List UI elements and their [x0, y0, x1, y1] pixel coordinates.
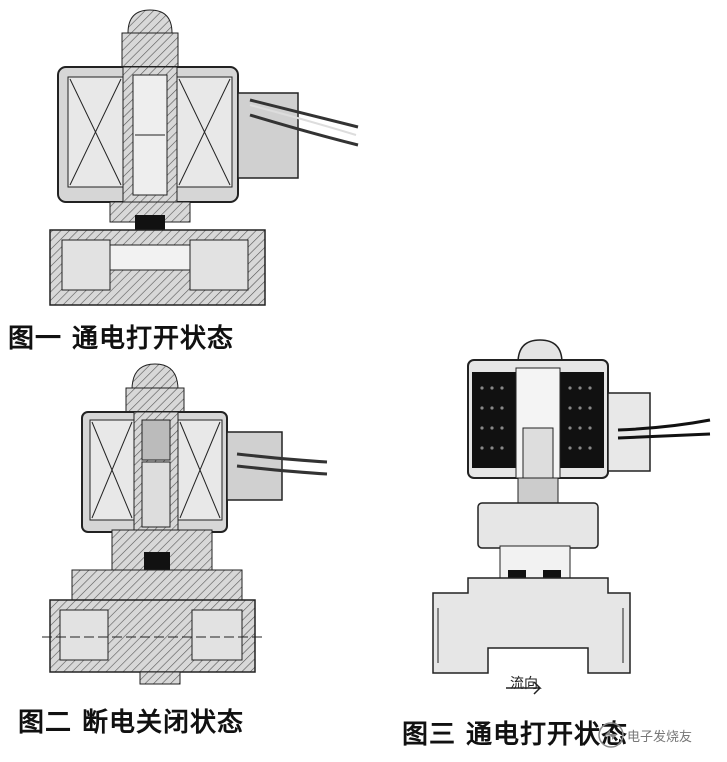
figure-3-valve-open [432, 339, 711, 695]
watermark: 电子发烧友 [597, 718, 717, 752]
figure-2-valve-closed [42, 363, 328, 685]
figure-3-caption: 图三 通电打开状态 [402, 720, 629, 750]
figure-2-caption: 图二 断电关闭状态 [18, 708, 245, 738]
watermark-logo-icon [598, 722, 624, 748]
watermark-text: 电子发烧友 [627, 730, 693, 745]
figure-1-valve-open [49, 9, 359, 306]
figure-1-caption: 图一 通电打开状态 [8, 324, 235, 354]
flow-direction-label: 流向 [510, 676, 538, 692]
